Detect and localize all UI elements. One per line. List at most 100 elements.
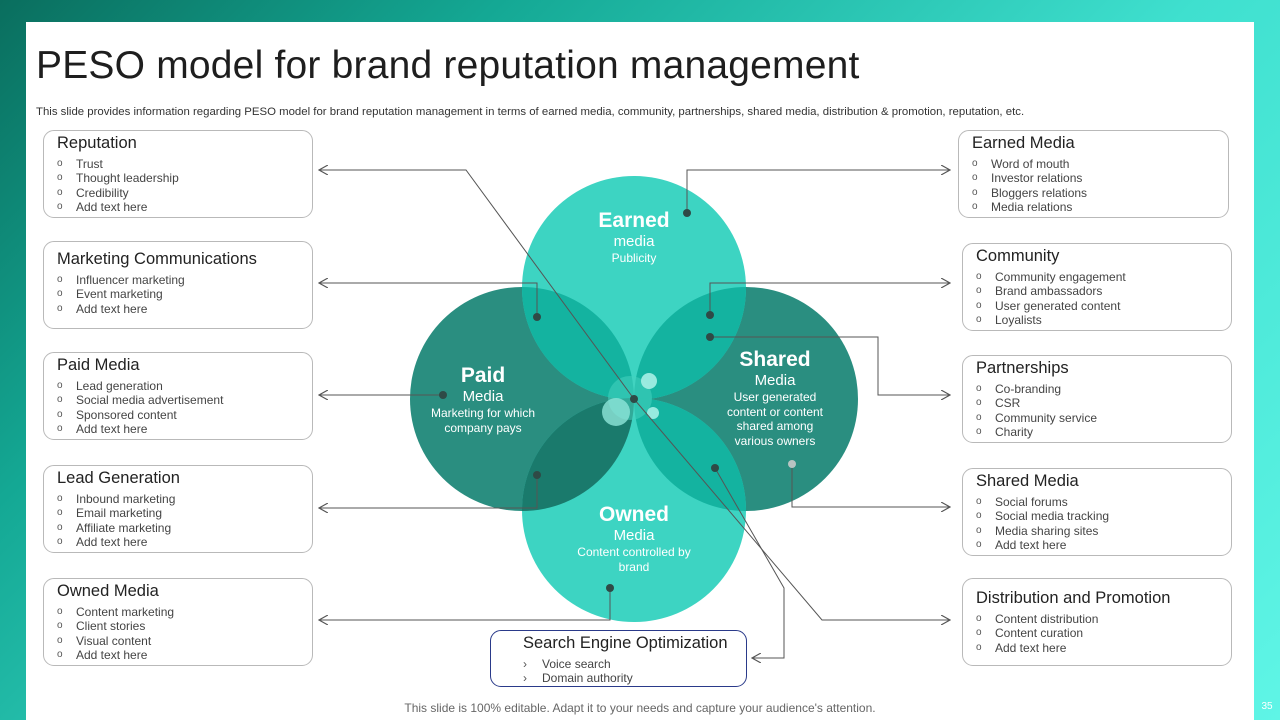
list-item: Voice search — [523, 657, 746, 672]
list-item: Content distribution — [976, 612, 1231, 627]
dot-lead-gen — [533, 471, 541, 479]
list-item: Content curation — [976, 626, 1231, 641]
box-shared-media: Shared Media Social forums Social media … — [962, 468, 1232, 556]
list-item: Visual content — [57, 634, 312, 649]
box-search-engine-optimization: Search Engine Optimization Voice search … — [490, 630, 747, 687]
box-seo-title: Search Engine Optimization — [523, 634, 728, 652]
list-item: Influencer marketing — [57, 273, 312, 288]
footer-note: This slide is 100% editable. Adapt it to… — [404, 701, 876, 715]
list-item: Inbound marketing — [57, 492, 312, 507]
shared-desc: User generated content or content shared… — [726, 390, 824, 448]
owned-subtitle: Media — [613, 527, 655, 544]
owned-shared-overlap — [634, 398, 746, 511]
box-distribution-title: Distribution and Promotion — [976, 589, 1171, 607]
list-item: Media relations — [972, 200, 1228, 215]
shared-label: Shared Media User generated content or c… — [717, 348, 833, 448]
list-item: Charity — [976, 425, 1231, 440]
list-item: Credibility — [57, 186, 312, 201]
connector-lead-gen — [319, 475, 538, 508]
owned-label: Owned Media Content controlled by brand — [574, 503, 694, 574]
list-item: Client stories — [57, 619, 312, 634]
box-partnerships-title: Partnerships — [976, 359, 1069, 377]
connector-community — [709, 283, 950, 315]
box-paid-media-title: Paid Media — [57, 356, 140, 374]
list-item: Sponsored content — [57, 408, 312, 423]
box-owned-media-title: Owned Media — [57, 582, 159, 600]
dot-shared-media — [788, 460, 796, 468]
connector-seo — [714, 467, 785, 658]
dot-partnerships — [706, 333, 714, 341]
dot-owned-media — [606, 584, 614, 592]
earned-paid-overlap — [522, 287, 634, 400]
dot-earned-media — [683, 209, 691, 217]
list-item: Add text here — [976, 538, 1231, 553]
list-item: Loyalists — [976, 313, 1231, 328]
list-item: Social media tracking — [976, 509, 1231, 524]
center-bubble-large — [602, 398, 630, 426]
earned-subtitle: media — [613, 233, 655, 250]
center-bubble-small — [647, 407, 659, 419]
dot-marketing — [533, 313, 541, 321]
connector-partnerships — [710, 336, 950, 395]
paid-title: Paid — [460, 364, 506, 387]
box-community-title: Community — [976, 247, 1060, 265]
earned-label: Earned media Publicity — [559, 209, 709, 266]
box-earned-media: Earned Media Word of mouth Investor rela… — [958, 130, 1229, 218]
list-item: Community engagement — [976, 270, 1231, 285]
paid-subtitle: Media — [462, 388, 504, 405]
paid-desc: Marketing for which company pays — [430, 406, 536, 435]
connector-marketing — [319, 283, 538, 317]
page-number: 35 — [1261, 701, 1273, 712]
earned-shared-overlap — [634, 287, 746, 400]
list-item: Content marketing — [57, 605, 312, 620]
shared-subtitle: Media — [754, 372, 796, 389]
connector-earned-media — [686, 170, 950, 213]
dot-seo — [711, 464, 719, 472]
connector-distribution — [633, 398, 950, 620]
list-item: Word of mouth — [972, 157, 1228, 172]
list-item: Community service — [976, 411, 1231, 426]
list-item: Brand ambassadors — [976, 284, 1231, 299]
list-item: Bloggers relations — [972, 186, 1228, 201]
dot-paid-media — [439, 391, 447, 399]
list-item: Affiliate marketing — [57, 521, 312, 536]
connector-shared-media — [791, 464, 950, 507]
connector-owned-media — [319, 588, 611, 620]
list-item: Investor relations — [972, 171, 1228, 186]
list-item: Co-branding — [976, 382, 1231, 397]
list-item: Social forums — [976, 495, 1231, 510]
box-lead-gen-title: Lead Generation — [57, 469, 180, 487]
box-partnerships: Partnerships Co-branding CSR Community s… — [962, 355, 1232, 443]
page-title: PESO model for brand reputation manageme… — [36, 44, 860, 87]
list-item: Add text here — [976, 641, 1231, 656]
box-paid-media: Paid Media Lead generation Social media … — [43, 352, 313, 440]
dot-center — [630, 395, 638, 403]
list-item: Social media advertisement — [57, 393, 312, 408]
center-bubble-top — [641, 373, 657, 389]
owned-title: Owned — [598, 503, 669, 526]
box-marketing-title: Marketing Communications — [57, 250, 257, 268]
owned-paid-overlap — [522, 398, 634, 511]
connector-reputation — [319, 170, 635, 400]
shared-title: Shared — [739, 348, 811, 371]
dot-community — [706, 311, 714, 319]
list-item: Media sharing sites — [976, 524, 1231, 539]
box-earned-media-title: Earned Media — [972, 134, 1075, 152]
box-distribution-promotion: Distribution and Promotion Content distr… — [962, 578, 1232, 666]
box-lead-generation: Lead Generation Inbound marketing Email … — [43, 465, 313, 553]
box-reputation: Reputation Trust Thought leadership Cred… — [43, 130, 313, 218]
list-item: Add text here — [57, 200, 312, 215]
list-item: Add text here — [57, 535, 312, 550]
earned-desc: Publicity — [611, 251, 657, 265]
earned-title: Earned — [598, 209, 670, 232]
box-shared-media-title: Shared Media — [976, 472, 1079, 490]
box-reputation-title: Reputation — [57, 134, 137, 152]
list-item: Email marketing — [57, 506, 312, 521]
paid-label: Paid Media Marketing for which company p… — [423, 364, 543, 435]
box-owned-media: Owned Media Content marketing Client sto… — [43, 578, 313, 666]
list-item: CSR — [976, 396, 1231, 411]
box-community: Community Community engagement Brand amb… — [962, 243, 1232, 331]
page-subtitle: This slide provides information regardin… — [36, 106, 1025, 118]
list-item: Add text here — [57, 648, 312, 663]
